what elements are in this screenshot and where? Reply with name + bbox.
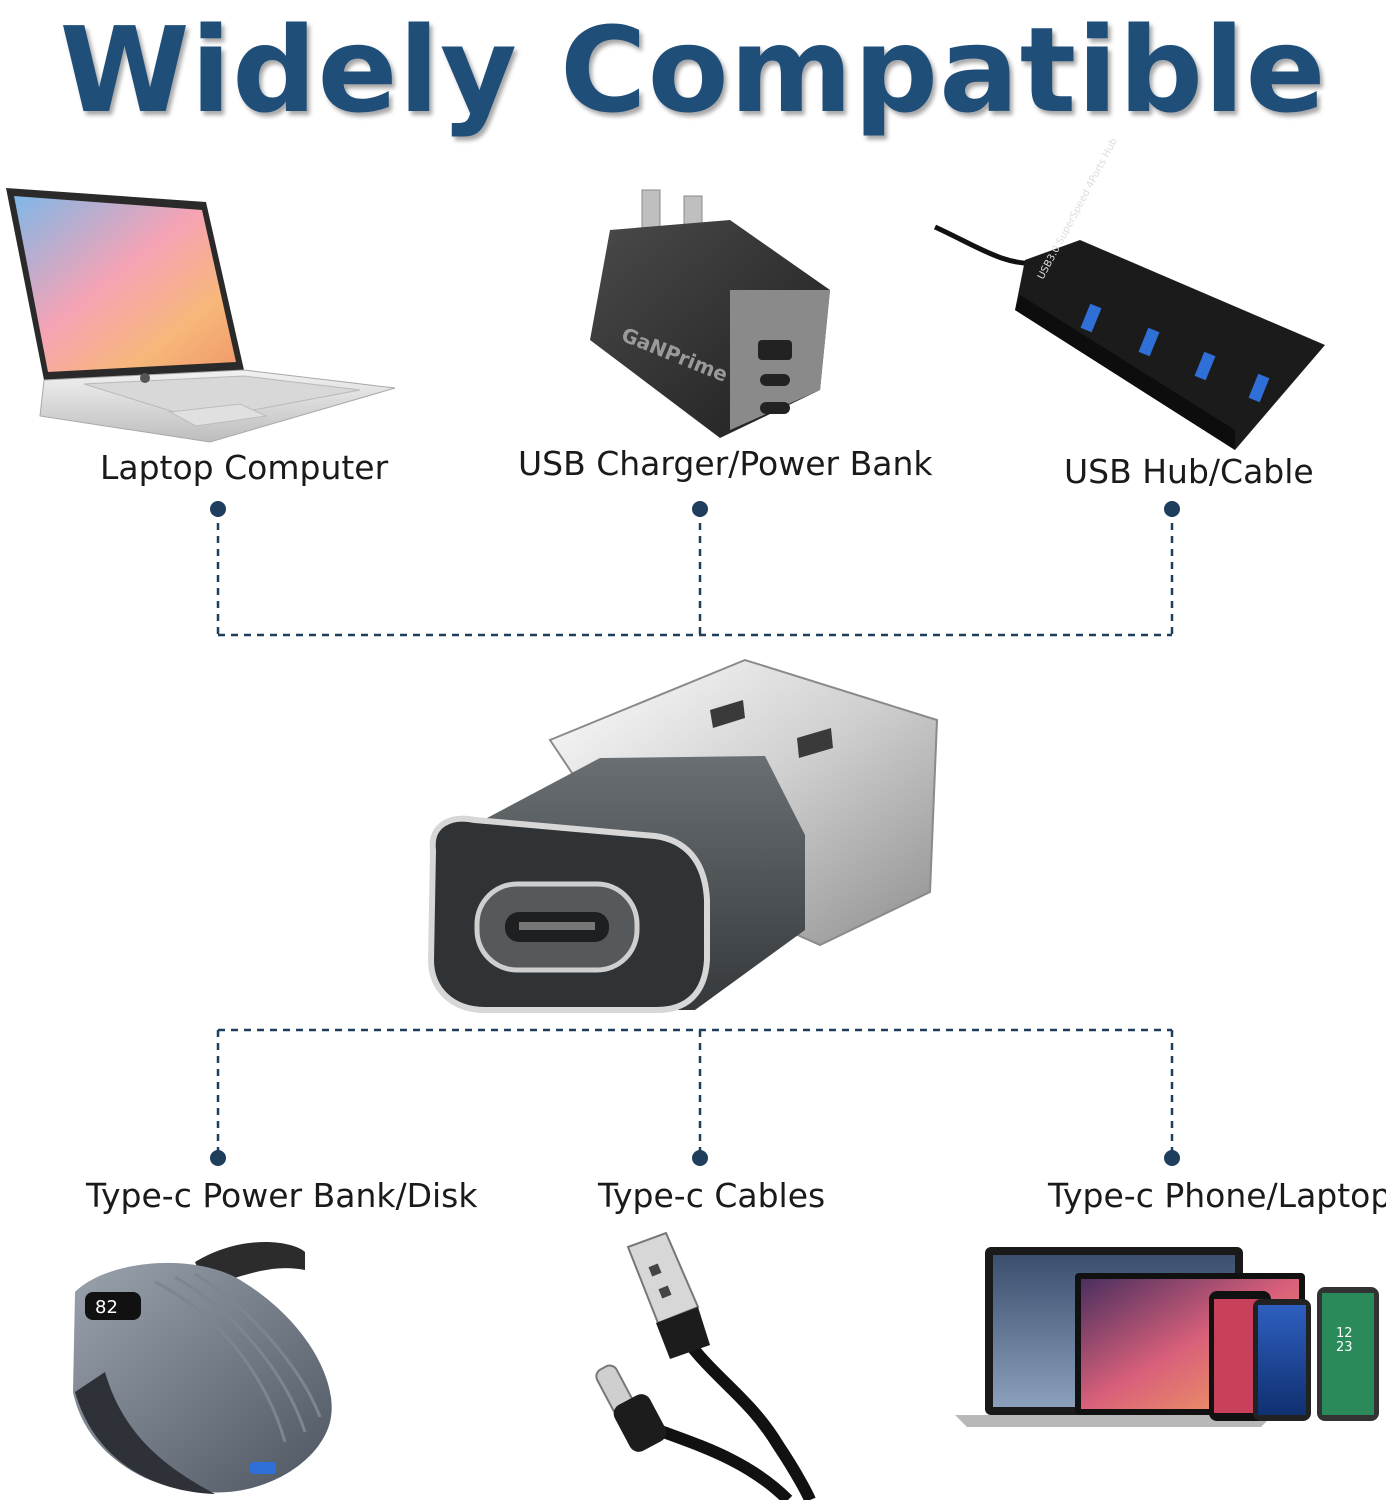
label-typec-phone-laptop: Type-c Phone/Laptop — [1048, 1176, 1386, 1215]
usb-cable-icon — [595, 1231, 816, 1500]
label-usb-charger: USB Charger/Power Bank — [518, 444, 933, 483]
connector-dot — [210, 501, 226, 517]
power-bank-display: 82 — [95, 1297, 118, 1318]
connector-dot — [210, 1150, 226, 1166]
svg-text:12: 12 — [1336, 1326, 1353, 1341]
label-typec-power-bank: Type-c Power Bank/Disk — [86, 1176, 478, 1215]
label-laptop-computer: Laptop Computer — [100, 448, 389, 487]
connector-dot — [692, 501, 708, 517]
wall-charger-icon: GaNPrime — [590, 189, 830, 438]
label-usb-hub: USB Hub/Cable — [1064, 452, 1314, 491]
connector-dot — [692, 1150, 708, 1166]
connector-dot — [1164, 501, 1180, 517]
svg-text:23: 23 — [1336, 1340, 1353, 1355]
usb-hub-icon: USB3.0 SuperSpeed 4Ports Hub — [933, 137, 1325, 450]
page-title: Widely Compatible — [59, 1, 1327, 139]
power-bank-icon: 82 — [73, 1242, 332, 1494]
laptop-icon — [6, 188, 396, 443]
phones-laptop-icon: 12 23 — [955, 1247, 1379, 1427]
usb-a-to-usb-c-adapter-icon — [427, 658, 939, 1013]
connector-dot — [1164, 1150, 1180, 1166]
label-typec-cables: Type-c Cables — [598, 1176, 826, 1215]
